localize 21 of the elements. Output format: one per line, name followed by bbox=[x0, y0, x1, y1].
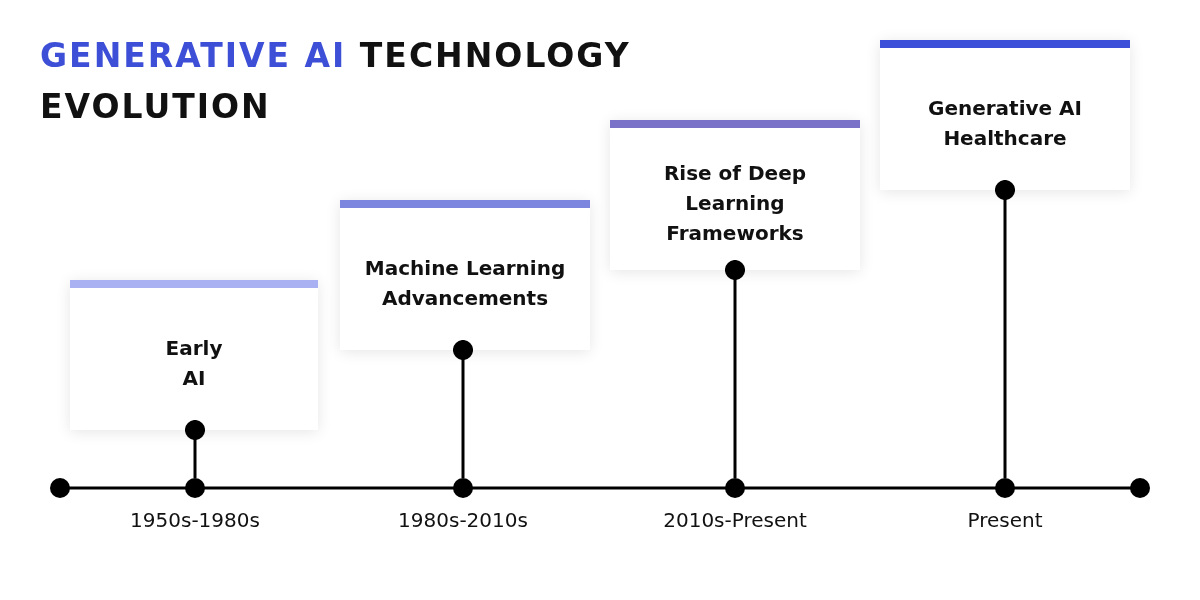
date-label: Present bbox=[967, 508, 1043, 532]
timeline-dot bbox=[185, 478, 205, 498]
milestone-title: Machine Learning Advancements bbox=[363, 255, 567, 312]
connector-line bbox=[724, 259, 746, 478]
timeline-dot bbox=[725, 478, 745, 498]
diagram-title: GENERATIVE AI TECHNOLOGY EVOLUTION bbox=[40, 35, 632, 128]
milestone-card bbox=[610, 120, 860, 270]
timeline-dot bbox=[453, 478, 473, 498]
milestone-card bbox=[70, 280, 318, 430]
milestone-title: Generative AI Healthcare bbox=[926, 95, 1083, 152]
date-label: 2010s-Present bbox=[663, 508, 807, 532]
date-label: 1980s-2010s bbox=[398, 508, 528, 532]
date-label: 1950s-1980s bbox=[130, 508, 260, 532]
milestone-title: Early AI bbox=[164, 335, 224, 392]
connector-line bbox=[452, 339, 474, 478]
connector-line bbox=[994, 179, 1016, 478]
milestone-card bbox=[340, 200, 590, 350]
timeline-dot bbox=[995, 478, 1015, 498]
milestone-title: Rise of Deep Learning Frameworks bbox=[662, 160, 808, 247]
connector-line bbox=[184, 419, 206, 478]
milestone-card bbox=[880, 40, 1130, 190]
